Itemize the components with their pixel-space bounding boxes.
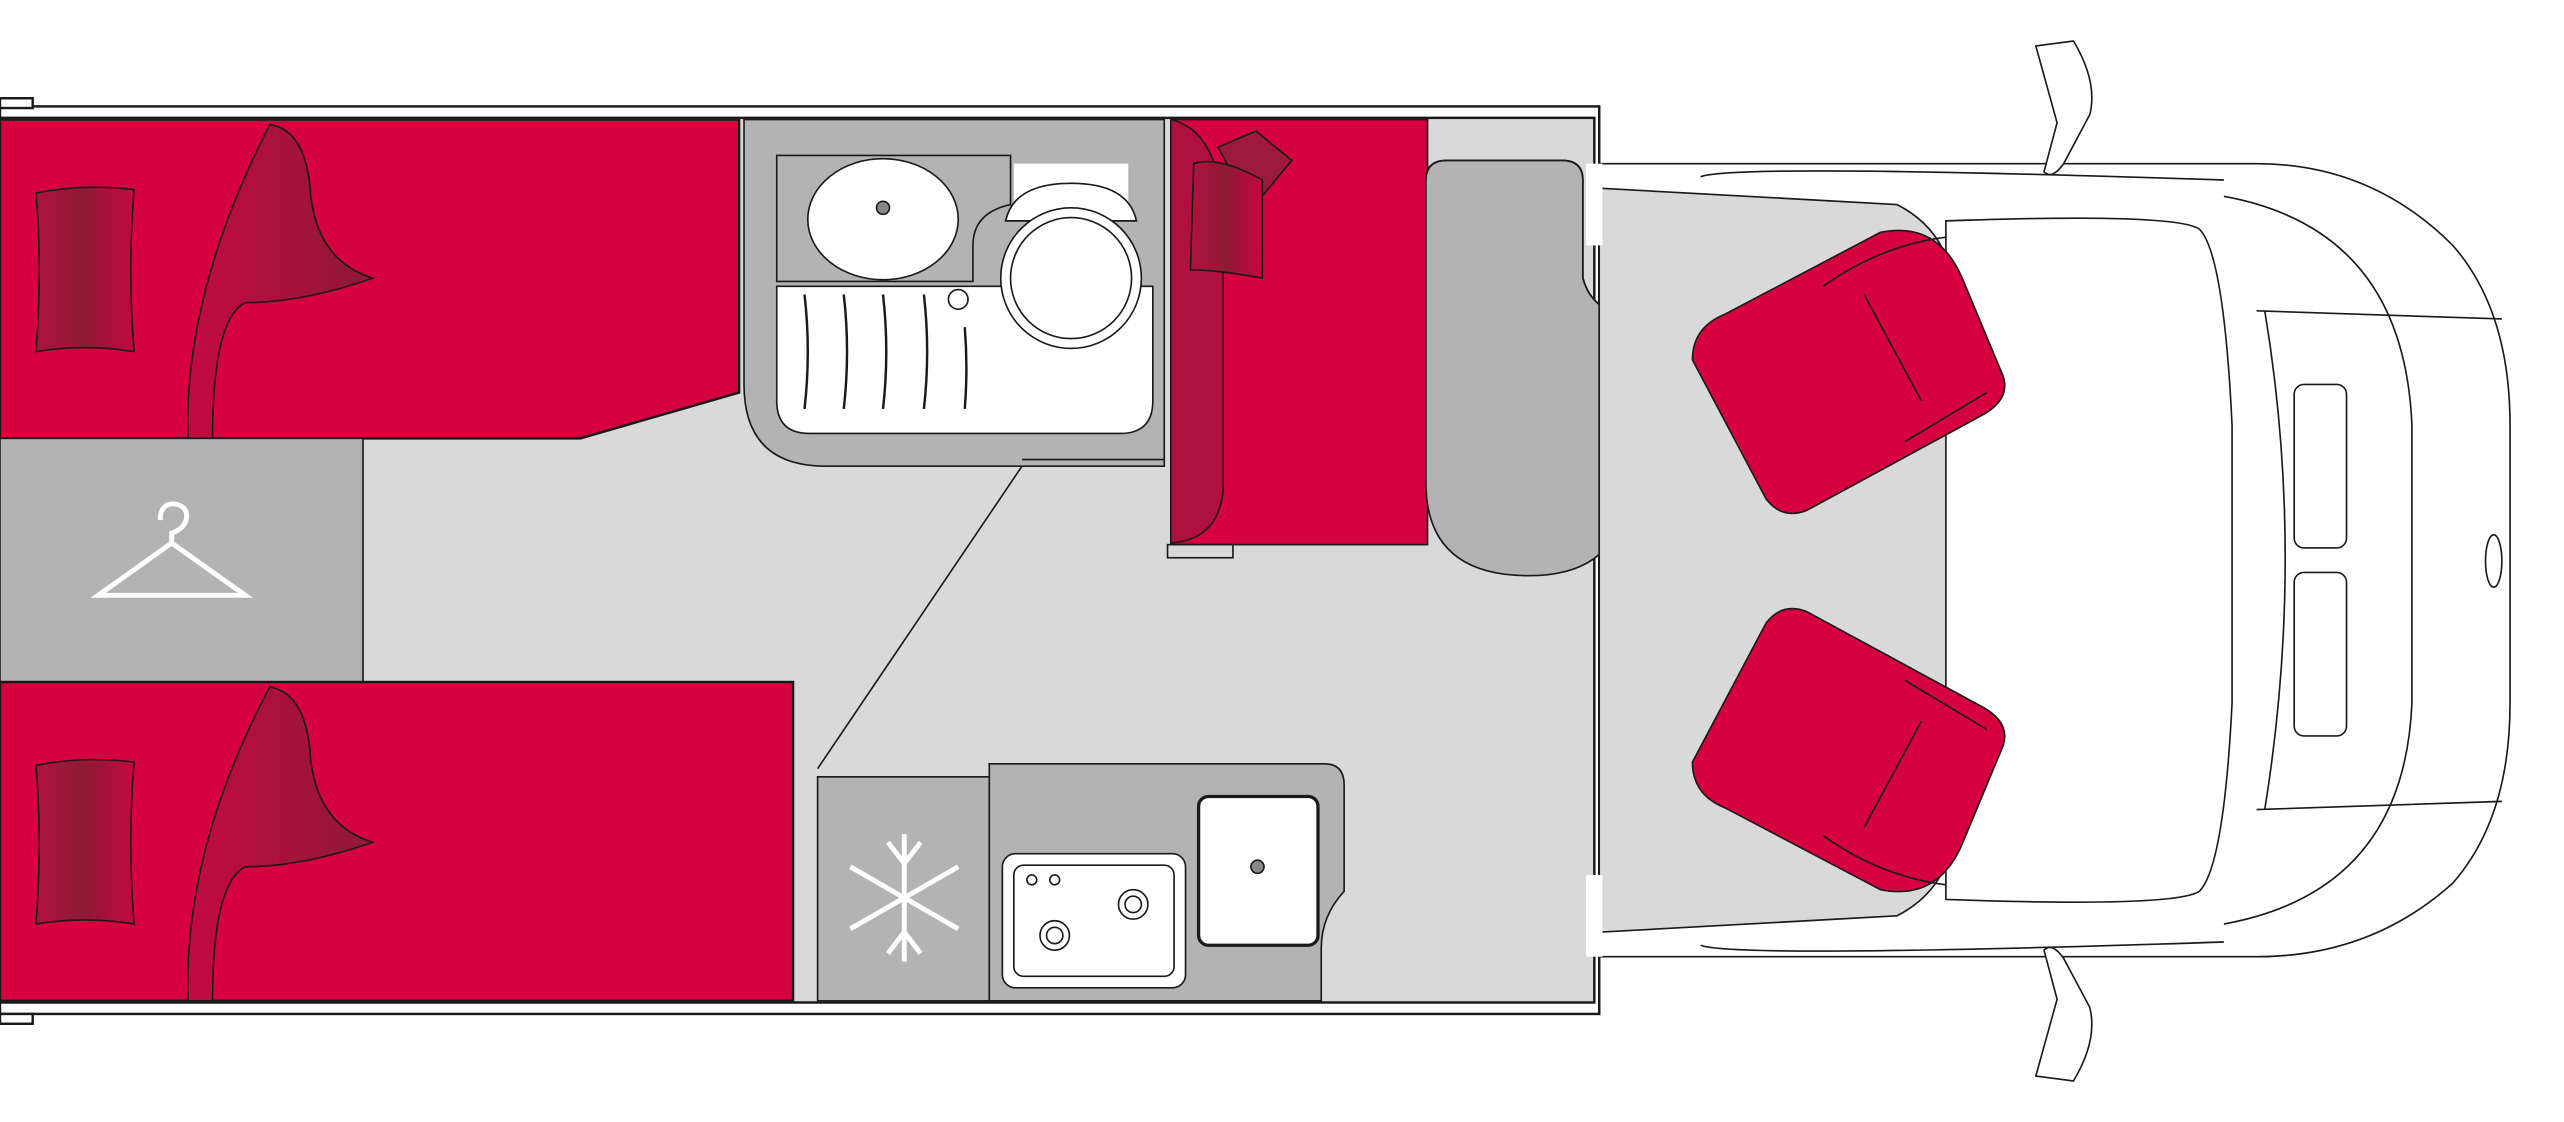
passenger-seat: [1691, 607, 2006, 893]
dinette-bench: [1166, 118, 1429, 559]
rear-bed-right: [0, 680, 795, 1003]
blanket-fold-icon: [186, 123, 376, 440]
pillow-icon: [35, 758, 135, 925]
bathroom: [743, 118, 1166, 467]
kitchen: [816, 762, 1345, 1002]
shower-drain-lines: [803, 294, 968, 410]
snowflake-icon: [849, 834, 960, 962]
rear-bed-left: [0, 118, 741, 440]
driver-seat: [1691, 229, 2006, 515]
hanger-icon: [90, 501, 253, 598]
vent-grille: [2293, 383, 2348, 549]
blanket-fold-icon: [186, 686, 376, 1002]
toilet-icon: [999, 182, 1143, 350]
mirror-left: [2034, 40, 2093, 176]
pillow-icon: [35, 186, 135, 353]
sink-icon: [1196, 794, 1320, 947]
vehicle-cab: [1586, 40, 2511, 1082]
wardrobe: [0, 437, 364, 683]
hob-icon: [1001, 852, 1187, 989]
mirror-right: [2034, 946, 2093, 1082]
vent-grille: [2293, 571, 2348, 737]
wash-basin-icon: [806, 157, 960, 281]
emblem: [2484, 534, 2503, 588]
